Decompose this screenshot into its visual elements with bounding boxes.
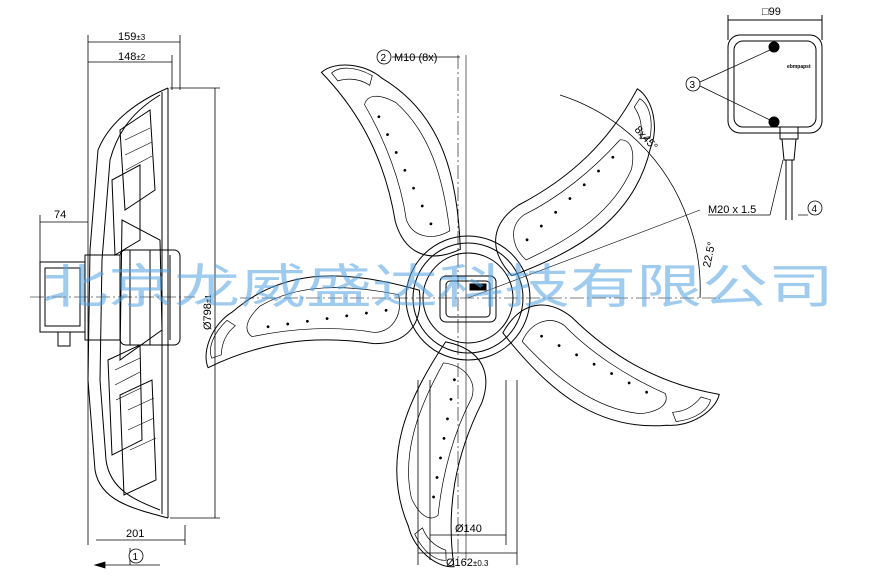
dim-overall-width: 159±3: [118, 31, 146, 43]
box-screw-top: [768, 41, 780, 53]
callout-2: 2: [376, 49, 392, 65]
fan-blade: [205, 275, 421, 369]
side-blade-inner: [99, 94, 161, 511]
dim-cable-gland: M20 x 1.5: [708, 204, 756, 216]
box-brand-label: ebmpapst: [787, 64, 811, 70]
front-view: [205, 55, 720, 568]
svg-text:1: 1: [133, 552, 139, 563]
dim-diameter: Ø798±1: [202, 294, 214, 330]
terminal-box-view: [699, 15, 823, 220]
hub-brand-label: [469, 283, 487, 291]
fan-blade: [396, 341, 487, 568]
fan-blades: [205, 64, 720, 568]
svg-text:3: 3: [690, 80, 696, 91]
dim-base-depth: 201: [126, 528, 144, 540]
callout-4: 4: [807, 200, 823, 216]
dim-motor-protrusion: 74: [54, 209, 66, 221]
dim-angle-pattern: 8x45°: [632, 124, 660, 153]
dim-hub-inner: Ø140: [455, 523, 482, 535]
box-screw-bottom: [768, 116, 780, 128]
dim-hub-outer: Ø162±0.3: [446, 557, 489, 569]
angle-arc-8x45: [559, 94, 689, 221]
box-cable-gland: [781, 138, 797, 161]
dim-box-size: □99: [762, 6, 781, 18]
callout-1: 1: [128, 548, 144, 564]
side-view-dimensions: [39, 35, 220, 569]
svg-text:2: 2: [381, 53, 387, 64]
company-watermark: 北京龙威盛达科技有限公司: [42, 260, 834, 315]
dim-inner-width: 148±2: [118, 51, 146, 63]
side-blade-section-2: [107, 344, 143, 456]
angle-arc-22-5: [687, 219, 701, 299]
side-blade-section-1: [119, 109, 156, 211]
callout-3: 3: [685, 76, 701, 92]
terminal-box-texts: □99 ebmpapst 3 M20 x 1.5 4: [685, 6, 823, 216]
front-view-dimensions: [392, 56, 701, 565]
fan-blade: [320, 64, 461, 257]
side-dim-texts: 159±3 148±2 74 201 Ø798±1: [54, 31, 214, 540]
dim-mount-thread: M10 (8x): [394, 52, 437, 64]
fan-blade: [502, 304, 720, 427]
side-cable-gland: [57, 331, 71, 347]
dim-angle-offset: 22.5°: [701, 241, 718, 269]
angle-ref-line: [467, 209, 701, 299]
side-view: [30, 87, 195, 519]
svg-text:4: 4: [812, 204, 818, 215]
hub-terminal-box: [439, 275, 497, 323]
fan-blade: [495, 88, 655, 277]
terminal-box-outline: [727, 34, 823, 134]
